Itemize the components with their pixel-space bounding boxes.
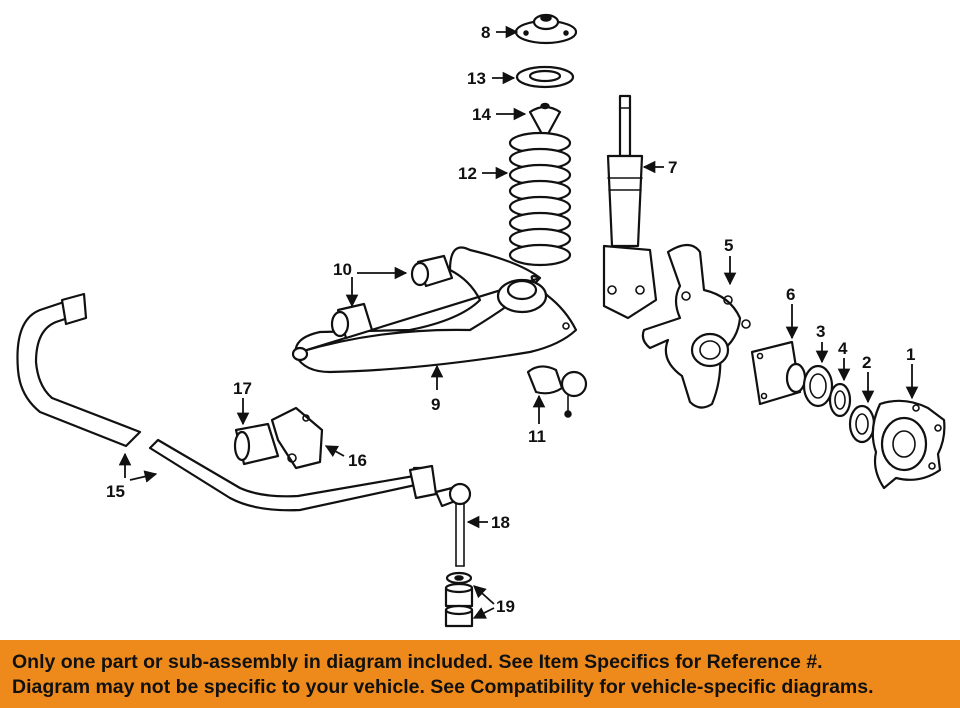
callout-19: 19	[496, 597, 515, 616]
part-13-spring-seat	[515, 65, 575, 89]
callout-2: 2	[862, 353, 871, 372]
callout-15: 15	[106, 482, 125, 501]
callout-7: 7	[668, 158, 677, 177]
callout-6: 6	[786, 285, 795, 304]
part-7-shock-absorber	[602, 94, 658, 320]
callout-9: 9	[431, 395, 440, 414]
part-8-strut-mount	[514, 13, 578, 45]
callout-11: 11	[528, 427, 546, 446]
callout-16: 16	[348, 451, 367, 470]
callout-17: 17	[233, 379, 252, 398]
part-15-stabilizer-bar	[16, 292, 438, 512]
callout-1: 1	[906, 345, 915, 364]
part-18-stabilizer-link	[434, 482, 472, 567]
part-17-stabilizer-bushing	[233, 422, 280, 466]
disclaimer-line-2: Diagram may not be specific to your vehi…	[12, 676, 874, 698]
callout-8: 8	[481, 23, 490, 42]
part-3-bearing	[785, 362, 834, 408]
part-9-control-arm	[291, 246, 578, 374]
callout-14: 14	[472, 105, 491, 124]
callout-labels: 8 13 14 12 7 10 9 11 5 6 3 4 2 1 17 16 1…	[106, 23, 915, 616]
callout-18: 18	[491, 513, 510, 532]
callout-3: 3	[816, 322, 825, 341]
part-5-steering-knuckle	[641, 243, 751, 409]
part-14-bump-stop	[528, 102, 562, 137]
callout-12: 12	[458, 164, 477, 183]
callout-13: 13	[467, 69, 486, 88]
leader-lines	[118, 25, 919, 619]
disclaimer-line-1: Only one part or sub-assembly in diagram…	[12, 651, 823, 673]
callout-4: 4	[838, 339, 848, 358]
disclaimer-banner: Only one part or sub-assembly in diagram…	[0, 640, 960, 708]
part-16-bushing-bracket	[270, 406, 324, 470]
part-6-dust-shield	[750, 340, 802, 406]
part-4-seal	[828, 382, 852, 418]
suspension-parts-diagram: 8 13 14 12 7 10 9 11 5 6 3 4 2 1 17 16 1…	[16, 13, 946, 628]
part-19-link-bushings	[444, 571, 474, 628]
part-2-inner-bearing	[848, 404, 876, 444]
callout-5: 5	[724, 236, 733, 255]
callout-10: 10	[333, 260, 352, 279]
part-10-bushings	[330, 254, 454, 340]
part-12-coil-spring	[508, 131, 572, 267]
part-11-ball-joint	[526, 365, 588, 418]
part-1-wheel-hub	[871, 399, 946, 490]
